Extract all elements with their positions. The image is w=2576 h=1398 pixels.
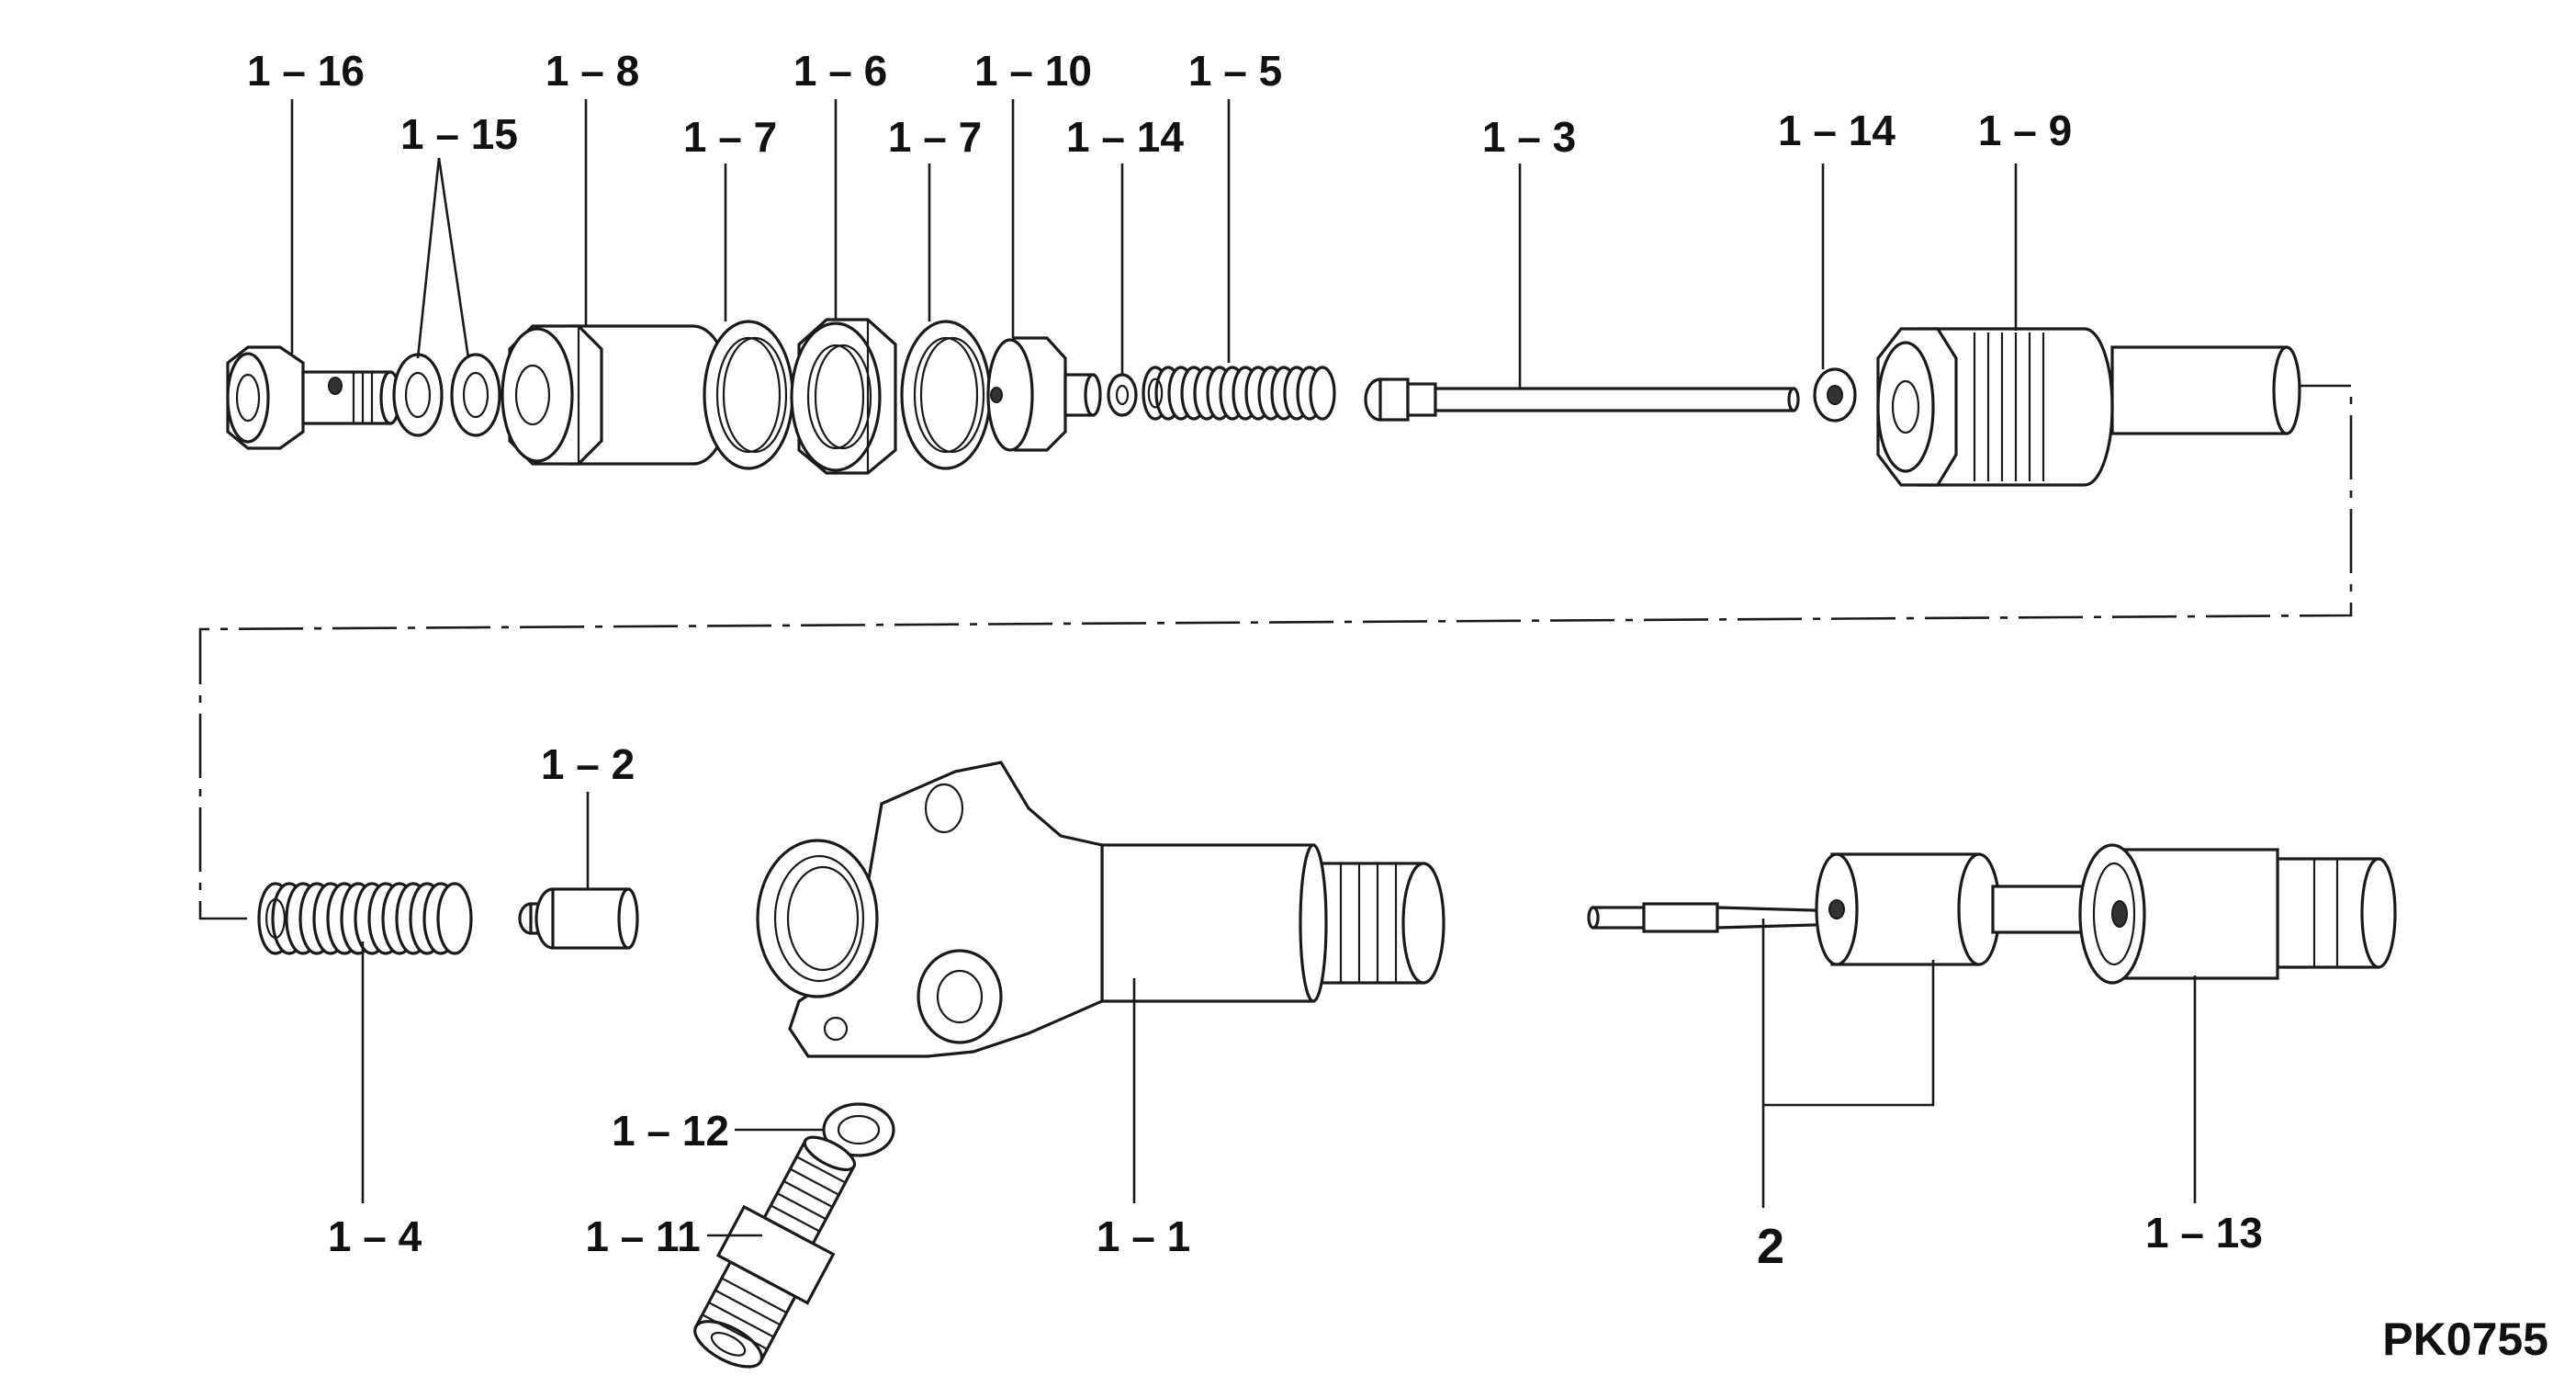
spring-coil: [436, 882, 473, 955]
part-1-7-gasket-a: [703, 320, 794, 470]
part-1-9-holder-body: [1876, 327, 2301, 487]
part-1-13-retaining-nut: [2078, 843, 2397, 985]
label-1-9: 1 – 9: [1978, 107, 2072, 154]
part-1-8-cap-nut: [501, 324, 732, 466]
label-1-10: 1 – 10: [974, 47, 1092, 95]
label-1-12: 1 – 12: [612, 1107, 729, 1155]
label-1-14a: 1 – 14: [1066, 113, 1184, 161]
label-1-7a: 1 – 7: [683, 113, 777, 161]
part-2-nozzle-assembly: [1587, 852, 2100, 966]
part-1-4-spring: [257, 882, 473, 955]
part-1-7-gasket-b: [900, 320, 992, 470]
part-1-10-adjusting-screw: [986, 336, 1102, 452]
label-2: 2: [1757, 1219, 1784, 1274]
part-1-5-spring: [1142, 366, 1336, 421]
label-1-16: 1 – 16: [247, 47, 365, 95]
label-1-4: 1 – 4: [328, 1212, 422, 1260]
drawing-code: PK0755: [2382, 1313, 2548, 1365]
part-1-16-bolt: [226, 345, 401, 450]
label-1-13: 1 – 13: [2145, 1209, 2263, 1257]
part-1-6-nut: [790, 318, 897, 475]
label-1-14b: 1 – 14: [1778, 107, 1895, 154]
label-1-5: 1 – 5: [1188, 47, 1282, 95]
part-1-14-washer-b: [1813, 367, 1857, 423]
part-1-1-holder-body: [756, 761, 1445, 1058]
label-1-15: 1 – 15: [400, 110, 518, 158]
part-1-3-push-rod: [1364, 378, 1800, 422]
spring-bore: [265, 897, 287, 939]
label-1-7b: 1 – 7: [888, 113, 982, 161]
spring-bore: [1147, 378, 1164, 409]
assembly-phantom-line: [198, 384, 2353, 920]
part-1-2-spring-seat: [518, 887, 639, 950]
leader-lines: [290, 99, 2197, 1237]
label-1-2: 1 – 2: [541, 740, 635, 788]
label-1-11: 1 – 11: [585, 1212, 700, 1260]
part-1-14-washer-a: [1107, 373, 1138, 417]
spring-coil: [1309, 366, 1336, 421]
label-1-1: 1 – 1: [1097, 1212, 1190, 1260]
label-1-6: 1 – 6: [793, 47, 887, 95]
part-1-11-connector: [693, 1135, 857, 1369]
part-labels: 1 – 16 1 – 15 1 – 8 1 – 7 1 – 6 1 – 7 1 …: [247, 47, 2548, 1365]
label-1-8: 1 – 8: [546, 47, 639, 95]
part-1-15-gaskets: [392, 353, 501, 437]
label-1-3: 1 – 3: [1482, 113, 1576, 161]
